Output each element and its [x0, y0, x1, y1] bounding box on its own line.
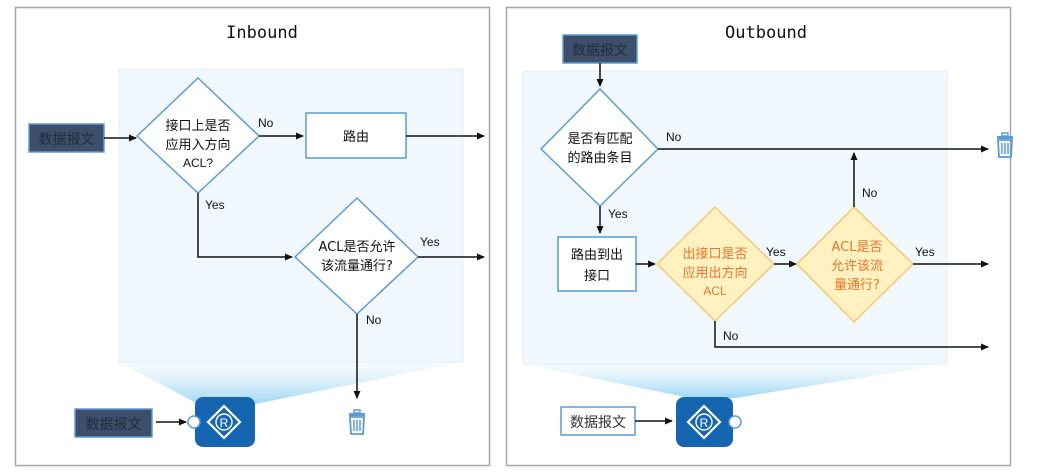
- od3-line1: ACL是否: [832, 240, 883, 255]
- arrow-d1-yes: [197, 193, 293, 261]
- outbound-title: Outbound: [725, 23, 807, 43]
- od3-line3: 量通行?: [834, 278, 880, 293]
- od2-line1: 出接口是否: [682, 246, 747, 262]
- inbound-packet-label: 数据报文: [39, 132, 95, 148]
- inbound-packet-box: 数据报文: [28, 123, 105, 153]
- inbound-yes-label-1: Yes: [205, 198, 225, 212]
- arrow-acl-applied-no: [714, 321, 989, 351]
- d2-line1: ACL是否允许: [319, 239, 396, 255]
- inbound-bottom-packet-label: 数据报文: [86, 417, 142, 433]
- outbound-decision-acl-applied: 出接口是否 应用出方向 ACL: [655, 205, 776, 323]
- od3-line2: 允许该流: [831, 258, 883, 274]
- od1-line1: 是否有匹配: [567, 132, 632, 147]
- router-letter: R: [220, 416, 229, 430]
- outbound-packet-box: 数据报文: [562, 34, 638, 64]
- inbound-no-label-1: No: [258, 116, 274, 130]
- outbound-no-label-3: No: [723, 329, 739, 343]
- d1-line3: ACL?: [183, 156, 213, 170]
- od2-line2: 应用出方向: [682, 265, 747, 281]
- outbound-packet-label: 数据报文: [572, 43, 628, 59]
- inbound-title: Inbound: [226, 23, 298, 43]
- outbound-yes-label-1: Yes: [608, 207, 628, 221]
- outbound-router-icon: R: [676, 397, 742, 447]
- out-router-letter: R: [700, 416, 709, 430]
- d2-line2: 该流量通行?: [321, 259, 393, 274]
- outbound-decision-route-match: 是否有匹配 的路由条目: [539, 87, 660, 208]
- inbound-yes-label-2: Yes: [420, 235, 440, 249]
- outbound-no-label-2: No: [862, 186, 878, 200]
- outbound-bottom-packet-label: 数据报文: [570, 415, 626, 431]
- inbound-decision-acl-permit: ACL是否允许 该流量通行?: [293, 196, 420, 316]
- outbound-panel: Outbound 数据报文 是否有匹配 的路由条目 No Yes 路由到出 接口: [505, 6, 1014, 467]
- outbound-decision-acl-permit: ACL是否 允许该流 量通行?: [795, 205, 915, 324]
- d1-line1: 接口上是否: [165, 118, 230, 134]
- outbound-bottom-packet-box: 数据报文: [560, 406, 636, 436]
- inbound-bottom-packet-box: 数据报文: [74, 408, 153, 438]
- inbound-decision-acl-applied: 接口上是否 应用入方向 ACL?: [135, 76, 261, 195]
- outbound-yes-label-3: Yes: [915, 245, 935, 259]
- d1-line2: 应用入方向: [165, 137, 230, 153]
- inbound-router-icon: R: [187, 397, 255, 447]
- inbound-panel: Inbound 数据报文 接口上是否 应用入方向 ACL? No 路由 Yes: [14, 6, 491, 467]
- route-box-line1: 路由到出: [571, 247, 623, 263]
- outbound-no-label-1: No: [666, 130, 682, 144]
- outbound-route-box: 路由到出 接口: [557, 236, 637, 292]
- outbound-zoom-beam: [523, 364, 947, 398]
- inbound-route-box: 路由: [305, 112, 407, 159]
- od1-line2: 的路由条目: [567, 150, 632, 166]
- route-box-label: 路由: [343, 129, 369, 145]
- inbound-no-label-2: No: [366, 313, 382, 327]
- route-box-line2: 接口: [584, 268, 610, 284]
- outbound-yes-label-2: Yes: [766, 245, 786, 259]
- od2-line3: ACL: [703, 284, 727, 298]
- inbound-zoom-beam: [119, 362, 463, 405]
